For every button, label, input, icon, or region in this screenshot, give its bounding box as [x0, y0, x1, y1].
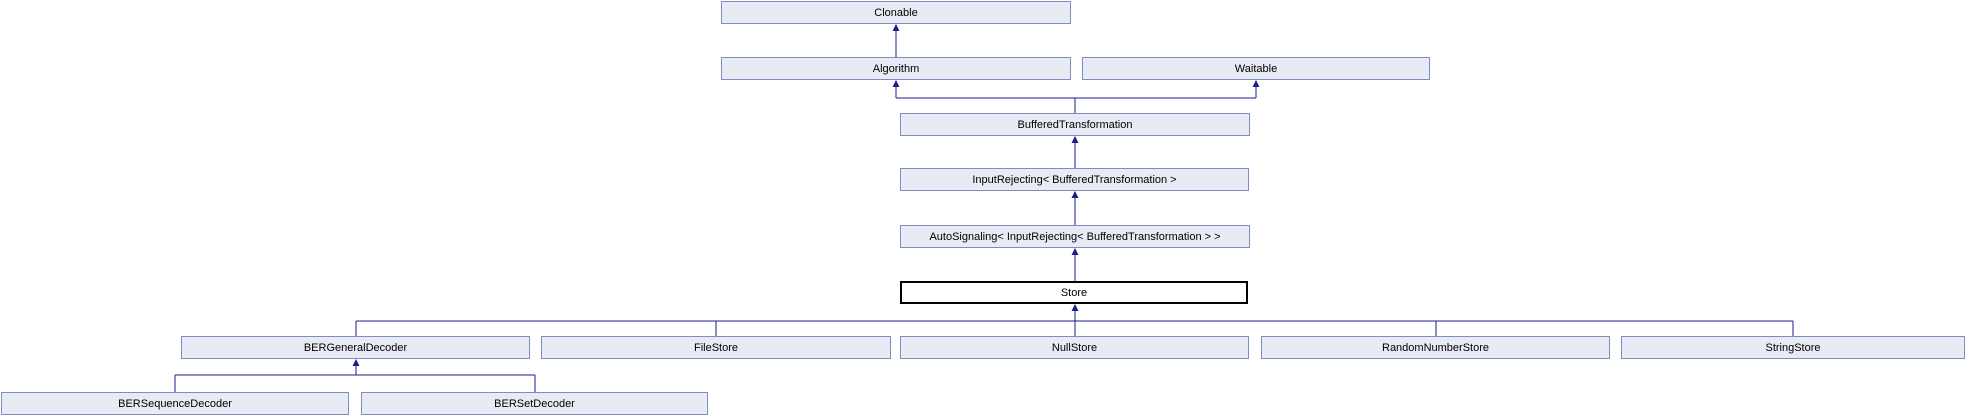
- class-label: Clonable: [874, 6, 918, 19]
- class-label: BERGeneralDecoder: [303, 341, 408, 354]
- class-node-autosignaling[interactable]: AutoSignaling< InputRejecting< BufferedT…: [900, 225, 1250, 248]
- class-node-store-current: Store: [900, 281, 1248, 304]
- edge-berchildren-bergeneraldecoder: [174, 359, 536, 392]
- class-label: AutoSignaling< InputRejecting< BufferedT…: [929, 230, 1221, 243]
- class-node-filestore[interactable]: FileStore: [541, 336, 891, 359]
- class-node-stringstore[interactable]: StringStore: [1621, 336, 1965, 359]
- class-node-bersequencedecoder[interactable]: BERSequenceDecoder: [1, 392, 349, 415]
- class-label: Waitable: [1234, 62, 1278, 75]
- edge-children-store: [355, 304, 1794, 336]
- class-label: NullStore: [1051, 341, 1098, 354]
- class-node-inputrejecting[interactable]: InputRejecting< BufferedTransformation >: [900, 168, 1249, 191]
- class-node-algorithm[interactable]: Algorithm: [721, 57, 1071, 80]
- class-node-waitable[interactable]: Waitable: [1082, 57, 1430, 80]
- edge-algorithm-clonable: [892, 24, 900, 57]
- edge-inputrejecting-bufferedtransformation: [1071, 136, 1079, 168]
- class-node-bergeneraldecoder[interactable]: BERGeneralDecoder: [181, 336, 530, 359]
- class-label: Store: [1060, 286, 1088, 299]
- class-node-nullstore[interactable]: NullStore: [900, 336, 1249, 359]
- class-label: FileStore: [693, 341, 739, 354]
- class-node-clonable[interactable]: Clonable: [721, 1, 1071, 24]
- class-node-randomnumberstore[interactable]: RandomNumberStore: [1261, 336, 1610, 359]
- class-label: BERSetDecoder: [494, 397, 575, 410]
- edge-store-autosignaling: [1071, 248, 1079, 281]
- class-label: Algorithm: [872, 62, 920, 75]
- class-node-bersetdecoder[interactable]: BERSetDecoder: [361, 392, 708, 415]
- class-label: InputRejecting< BufferedTransformation >: [972, 173, 1177, 186]
- edge-bufferedtransformation-algorithm-waitable: [892, 80, 1260, 113]
- class-label: StringStore: [1765, 341, 1821, 354]
- class-label: BERSequenceDecoder: [118, 397, 232, 410]
- class-label: BufferedTransformation: [1017, 118, 1133, 131]
- edge-autosignaling-inputrejecting: [1071, 191, 1079, 225]
- class-label: RandomNumberStore: [1382, 341, 1489, 354]
- class-node-bufferedtransformation[interactable]: BufferedTransformation: [900, 113, 1250, 136]
